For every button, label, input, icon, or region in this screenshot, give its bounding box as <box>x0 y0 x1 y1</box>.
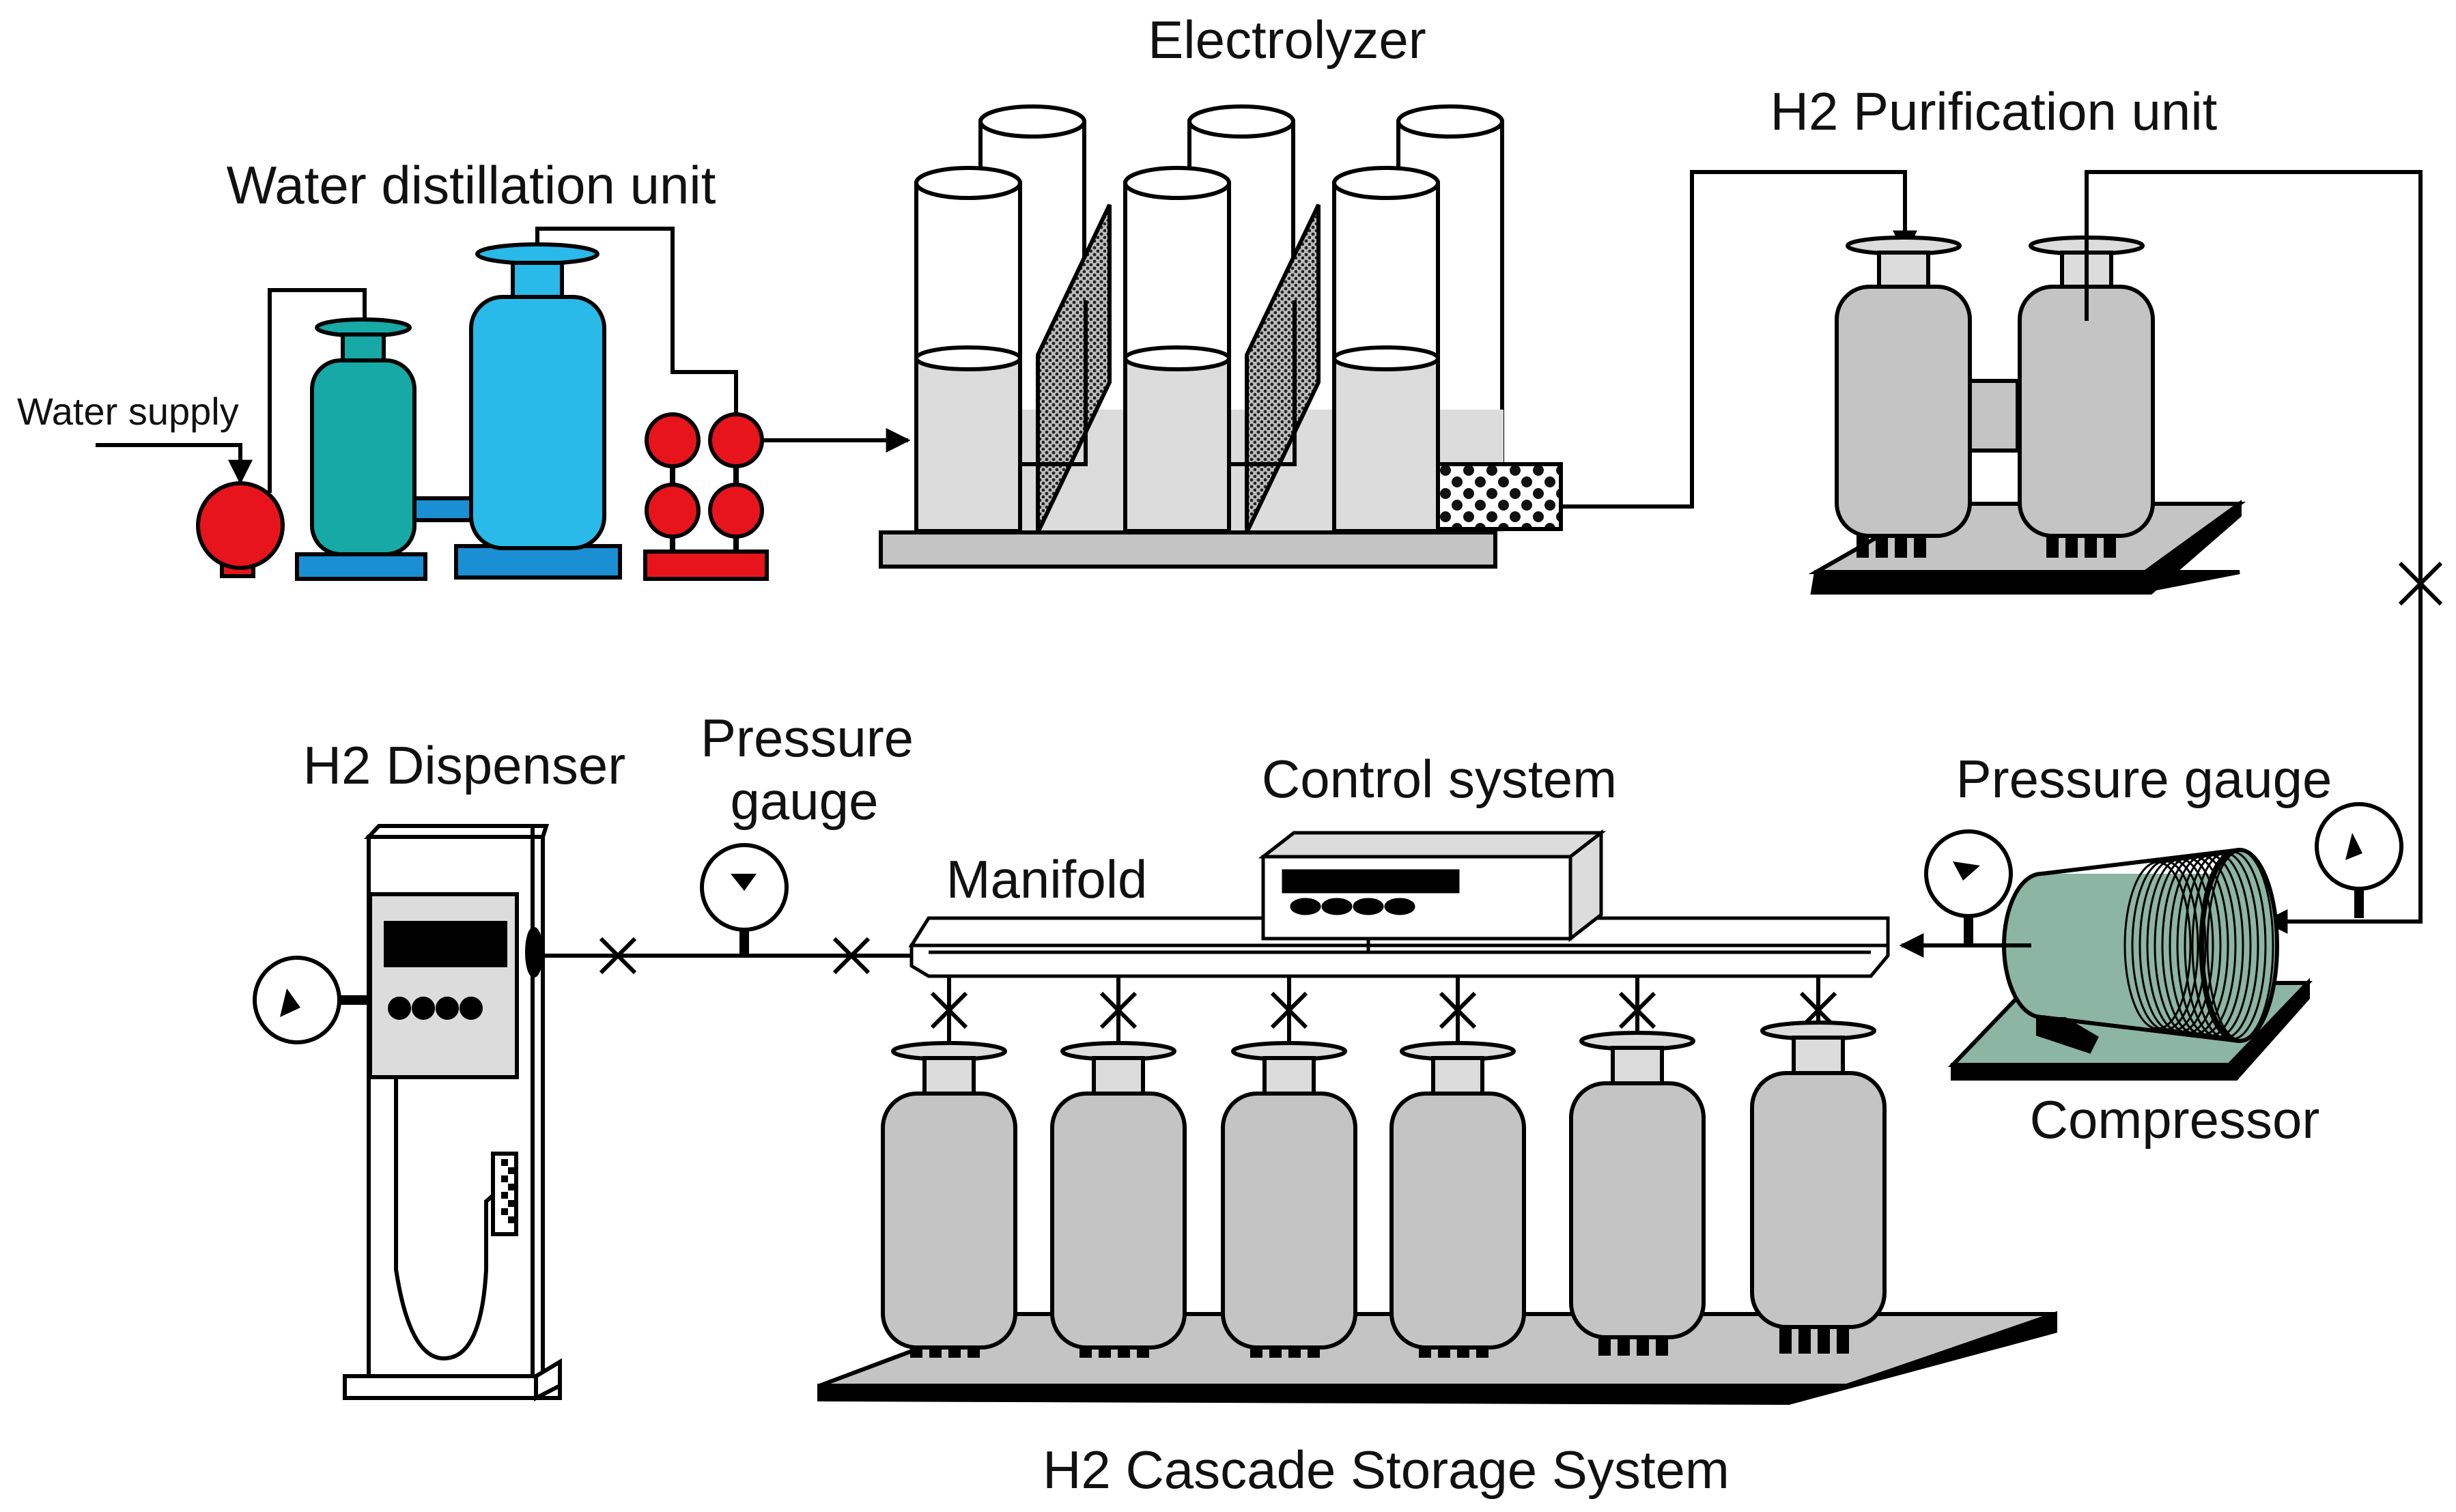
pressure-gauge-right-label: Pressure gauge <box>1956 749 2332 809</box>
pressure-gauge-left-label-line2: gauge <box>731 771 879 831</box>
coil-ring <box>2131 860 2199 1031</box>
purification-label: H2 Purification unit <box>1770 81 2218 141</box>
coil-ring <box>2154 857 2222 1034</box>
dispenser-line <box>536 843 912 975</box>
electrolyzer-front-cylinders <box>914 166 1440 533</box>
storage-cylinder <box>1050 976 1187 1358</box>
filter-block <box>1436 462 1563 531</box>
sky-tank-neck <box>511 261 564 300</box>
coil-ring <box>2191 852 2259 1039</box>
pump-icon-3 <box>645 483 701 539</box>
tank-to-pumps-pipe <box>535 227 738 422</box>
dispenser-display <box>384 921 507 967</box>
control-system-box <box>1258 829 1607 952</box>
storage-cylinder <box>1750 976 1887 1354</box>
coil-ring <box>2123 861 2192 1030</box>
coil-ring <box>2206 850 2274 1041</box>
pump-to-tank-pipe <box>268 288 367 493</box>
control-system-label: Control system <box>1262 749 1617 809</box>
purification-unit <box>1808 170 2443 934</box>
purified-gas-pipe <box>2085 170 2423 934</box>
storage-cylinder <box>1569 976 1706 1356</box>
dispenser-hose <box>394 1077 503 1361</box>
water-distillation-unit <box>96 227 911 581</box>
teal-tank-neck <box>341 332 386 364</box>
electrolyzer-base <box>879 530 1497 569</box>
teal-tank-body <box>310 358 417 556</box>
valve-icon-dispenser-line <box>599 937 637 975</box>
coil-ring <box>2139 859 2207 1032</box>
water-supply-label: Water supply <box>17 390 239 433</box>
compressor-label: Compressor <box>2030 1089 2320 1150</box>
valve-icon <box>1270 991 1308 1029</box>
coil-ring <box>2176 854 2244 1037</box>
manifold-label: Manifold <box>946 849 1148 909</box>
pump-icon-4 <box>708 483 764 539</box>
sky-tank-cap <box>475 242 599 266</box>
sky-tank-body <box>469 295 606 550</box>
coil-ring <box>2146 858 2214 1033</box>
hydrogen-outlet-pipe <box>1561 170 1917 509</box>
storage-cylinder <box>1221 976 1357 1358</box>
storage-cylinder <box>1389 976 1526 1358</box>
electrolyzer-label: Electrolyzer <box>1148 10 1426 70</box>
h2-dispenser <box>253 824 562 1401</box>
pump-pair-base <box>643 550 769 581</box>
valve-icon <box>930 991 968 1029</box>
valve-icon-manifold-line <box>832 937 871 975</box>
coil-ring <box>2199 851 2267 1040</box>
sky-tank-base <box>454 544 622 580</box>
storage-cylinder <box>881 976 1017 1358</box>
valve-icon-right-pipe <box>2398 561 2443 606</box>
valve-icon <box>1099 991 1138 1029</box>
pump-icon-1 <box>645 412 701 468</box>
compressor <box>1899 802 2403 1081</box>
pump-icon-2 <box>708 412 764 468</box>
purifier-tank-left <box>1835 236 1972 558</box>
storage-cylinders <box>881 976 1887 1358</box>
control-display <box>1282 869 1460 894</box>
storage-label: H2 Cascade Storage System <box>1043 1440 1730 1500</box>
tank-connector <box>412 496 474 522</box>
compressor-coil <box>2002 848 2279 1043</box>
water-supply-pipe <box>96 443 253 485</box>
dispenser-base <box>343 1374 562 1400</box>
inlet-pump-icon <box>196 481 285 570</box>
coil-ring <box>2161 856 2229 1035</box>
control-buttons <box>1290 898 1415 915</box>
pressure-gauge-left-label-line1: Pressure <box>701 708 914 768</box>
gauge-icon-dispenser <box>253 956 341 1044</box>
valve-icon <box>1618 991 1656 1029</box>
valve-icon <box>1439 991 1477 1029</box>
dispenser-label: H2 Dispenser <box>303 735 626 795</box>
coil-ring <box>2169 855 2237 1036</box>
electrolyzer <box>879 104 1917 569</box>
water-distillation-label: Water distillation unit <box>227 155 716 215</box>
teal-tank-base <box>295 552 427 581</box>
dispenser-buttons <box>388 997 483 1020</box>
coil-ring <box>2184 853 2252 1038</box>
